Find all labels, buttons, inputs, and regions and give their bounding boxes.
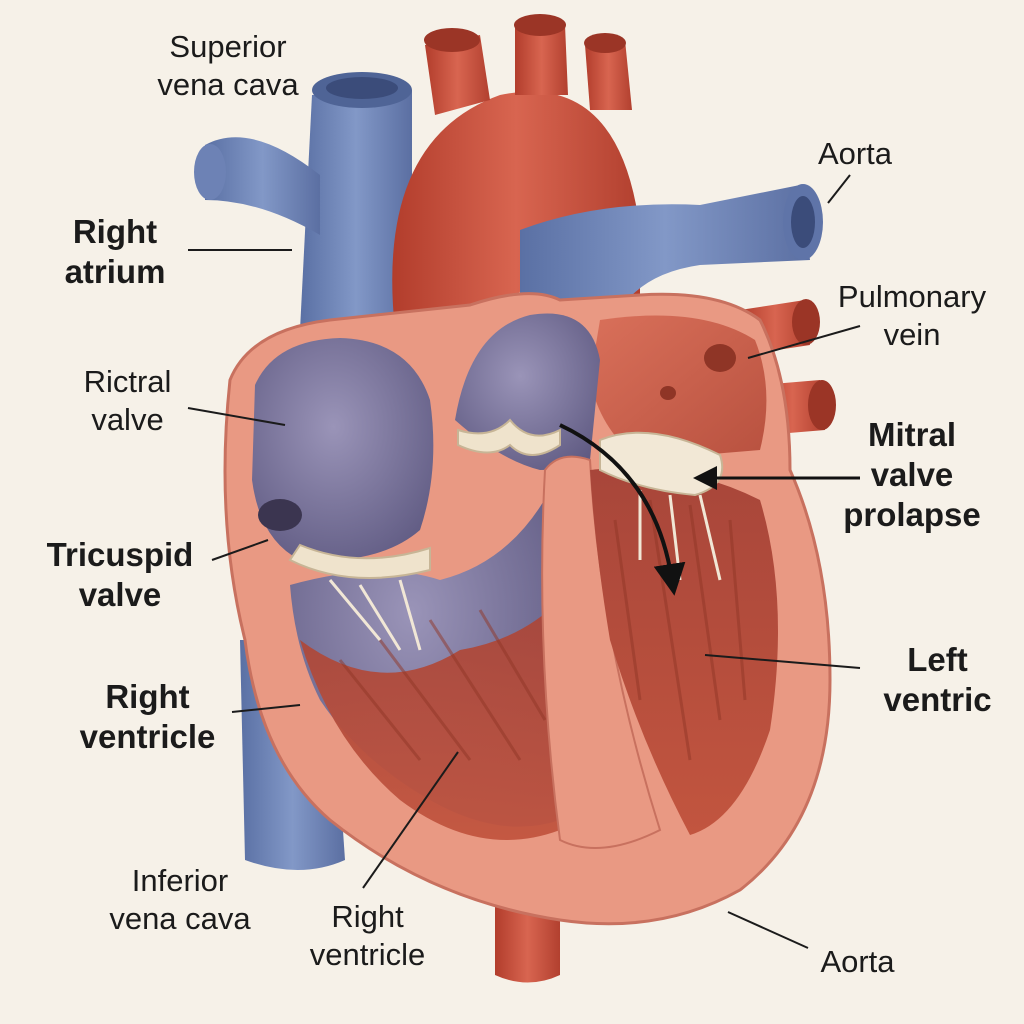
label-aorta-top: Aorta — [817, 136, 893, 171]
label-right-ventricle-bottom: Right ventricle — [309, 899, 426, 972]
left-ventricle-chamber — [590, 468, 778, 835]
pulmonary-artery-vessel — [520, 185, 810, 330]
label-tricuspid-valve: Tricuspid valve — [46, 536, 194, 613]
right-atrium-chamber — [252, 338, 434, 561]
label-pulmonary-vein: Pulmonary vein — [837, 279, 987, 352]
label-left-ventric: Left ventric — [883, 641, 992, 718]
leader-lines — [187, 174, 861, 949]
semilunar-valve — [457, 418, 561, 456]
label-rictral-valve: Rictral valve — [83, 364, 172, 437]
label-aorta-bottom: Aorta — [820, 944, 895, 979]
label-right-ventricle-left: Right ventricle — [79, 678, 216, 755]
label-mitral-valve-prolapse: Mitral valve prolapse — [843, 416, 981, 533]
label-superior-vena-cava: Superior vena cava — [157, 29, 299, 102]
superior-vena-cava-vessel — [300, 90, 412, 330]
tricuspid-valve-leaflet — [288, 543, 431, 579]
septum — [541, 455, 662, 849]
label-right-atrium: Right atrium — [64, 213, 166, 290]
label-inferior-vena-cava: Inferior vena cava — [109, 863, 251, 936]
aortic-arch-vessel — [392, 91, 640, 331]
blood-flow-arrow — [559, 423, 686, 596]
